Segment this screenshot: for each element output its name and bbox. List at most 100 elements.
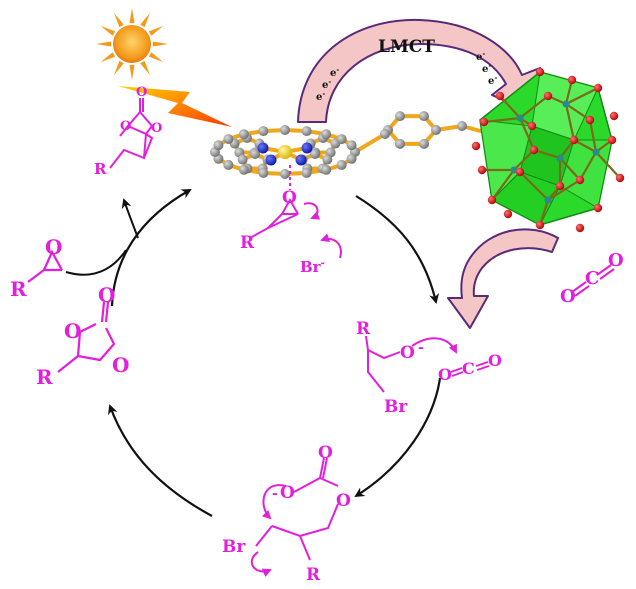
sun-ray xyxy=(100,26,116,36)
cluster-bond xyxy=(538,199,550,226)
cyclic-carbonate-product-left xyxy=(57,301,116,373)
svg-text:-: - xyxy=(272,486,278,502)
oxygen-atom xyxy=(535,220,545,230)
cluster-metal-atom xyxy=(544,196,552,204)
svg-text:Br: Br xyxy=(222,537,246,557)
carbon-atom xyxy=(336,134,347,145)
sun-ray xyxy=(100,52,116,62)
cluster-metal-atom xyxy=(592,148,600,156)
cluster-bond xyxy=(499,95,521,119)
sun-ray xyxy=(129,64,135,80)
cluster-bond xyxy=(519,171,549,201)
carbon-atom xyxy=(322,154,333,165)
metalloporphyrin-linker-model xyxy=(210,111,486,179)
coordinated-epoxide-labels: O R Br- xyxy=(240,188,325,276)
svg-text:O: O xyxy=(120,119,131,134)
svg-text:O: O xyxy=(400,343,415,363)
svg-text:O: O xyxy=(282,188,297,208)
carbon-atom xyxy=(301,126,312,137)
svg-text:-: - xyxy=(418,340,424,356)
carbonate-ring-intermediate xyxy=(250,457,339,577)
cluster-bond xyxy=(559,157,581,181)
oxygen-atom xyxy=(543,91,553,101)
svg-text:Br: Br xyxy=(384,397,408,417)
svg-text:C: C xyxy=(585,268,599,289)
carbon-atom xyxy=(321,129,332,140)
svg-text:O: O xyxy=(64,319,81,343)
cluster-bond xyxy=(595,151,621,179)
cluster-bond xyxy=(565,87,599,105)
sun-ray xyxy=(140,60,150,76)
carbon-atom xyxy=(395,111,405,122)
cluster-bond xyxy=(518,117,536,151)
svg-text:O: O xyxy=(336,491,351,511)
carbonate-ring-intermediate-labels: - O O O Br R xyxy=(222,443,351,585)
co2-delivery-arrow xyxy=(447,228,559,329)
nitrogen-atom xyxy=(257,142,269,154)
svg-text:O: O xyxy=(318,443,333,463)
sun-ray xyxy=(129,8,135,24)
svg-text:O: O xyxy=(151,121,162,136)
carbon-atom xyxy=(336,159,347,170)
carbon-atom xyxy=(301,167,312,178)
carbon-atom xyxy=(380,129,390,139)
sun-ray xyxy=(148,26,164,36)
sun-ray xyxy=(114,60,124,76)
carbon-atom xyxy=(238,164,249,175)
oxygen-atom xyxy=(575,223,585,233)
metal-oxo-cluster-model xyxy=(471,67,625,233)
nitrogen-atom xyxy=(301,142,313,154)
svg-text:e-: e- xyxy=(476,49,485,63)
nitrogen-atom xyxy=(265,154,277,166)
carbon-atom xyxy=(223,134,234,145)
svg-text:O: O xyxy=(280,483,295,503)
cluster-metal-atom xyxy=(510,166,518,174)
oxygen-atom xyxy=(535,67,545,77)
catalytic-cycle-arrows xyxy=(65,189,442,517)
sun-icon xyxy=(96,8,168,80)
porphyrin-bond xyxy=(353,132,387,154)
svg-text:e-: e- xyxy=(322,77,331,91)
co2-molecule-free: O C O xyxy=(560,250,624,307)
sun-ray xyxy=(152,41,168,47)
lightning-bolt-icon xyxy=(118,86,232,127)
carbon-atom xyxy=(431,125,441,135)
carbon-atom xyxy=(223,159,234,170)
carbon-atom xyxy=(280,169,290,179)
cluster-metal-atom xyxy=(516,114,524,122)
cluster-bond xyxy=(579,151,597,181)
carbon-atom xyxy=(346,140,357,151)
carbon-atom xyxy=(258,126,269,137)
carbon-atom xyxy=(213,140,224,151)
nitrogen-atom xyxy=(295,154,307,166)
cluster-bond xyxy=(588,119,598,153)
oxygen-atom xyxy=(529,145,539,155)
co2-approaching-alkoxide: O C O xyxy=(438,351,502,384)
svg-text:O: O xyxy=(560,286,576,307)
oxygen-atom xyxy=(495,91,505,101)
cluster-bond xyxy=(547,179,581,201)
svg-text:R: R xyxy=(36,365,53,389)
metal-center-atom xyxy=(278,145,292,159)
svg-text:O: O xyxy=(136,85,147,100)
svg-text:O: O xyxy=(608,250,624,271)
oxygen-atom xyxy=(471,141,481,151)
cluster-bond xyxy=(513,149,535,171)
svg-text:O: O xyxy=(438,365,452,384)
carbon-atom xyxy=(457,121,467,131)
carbon-atom xyxy=(250,149,260,159)
oxygen-atom xyxy=(555,181,565,191)
oxygen-atom xyxy=(503,209,513,219)
svg-text:R: R xyxy=(10,277,27,301)
oxygen-atom xyxy=(615,173,625,183)
oxygen-atom xyxy=(593,203,603,213)
oxygen-atom xyxy=(515,167,525,177)
carbon-atom xyxy=(419,138,429,149)
sun-ray xyxy=(140,12,150,28)
svg-text:e-: e- xyxy=(488,73,497,87)
svg-text:e-: e- xyxy=(482,61,491,75)
oxygen-atom xyxy=(477,165,487,175)
oxygen-atom xyxy=(575,175,585,185)
